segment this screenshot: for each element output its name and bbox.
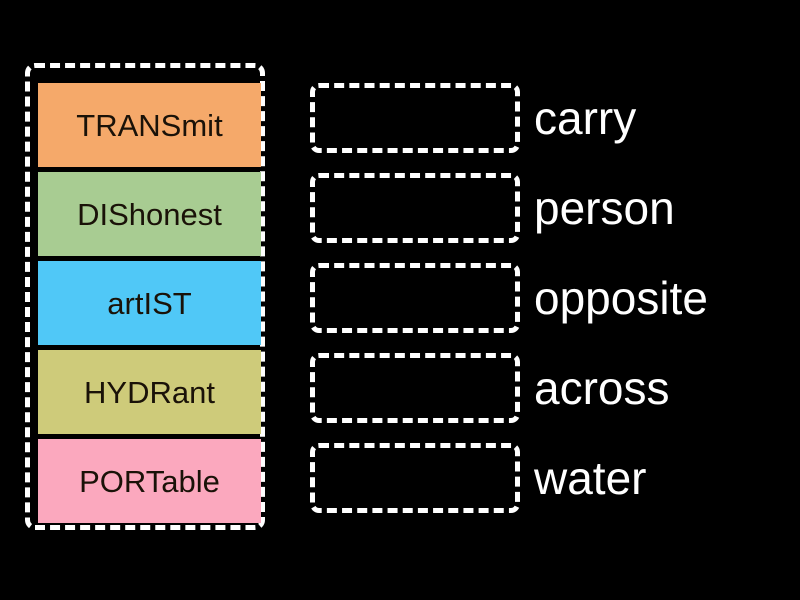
definition-label: across: [534, 362, 670, 414]
tile-bank: TRANSmit DIShonest artIST HYDRant PORTab…: [25, 63, 265, 530]
definition-label: water: [534, 452, 647, 504]
draggable-tile[interactable]: DIShonest: [38, 172, 261, 256]
drop-zone[interactable]: [310, 353, 520, 423]
drop-zone[interactable]: [310, 83, 520, 153]
draggable-tile[interactable]: PORTable: [38, 439, 261, 523]
definition-label: person: [534, 182, 675, 234]
drop-zone[interactable]: [310, 263, 520, 333]
draggable-tile[interactable]: HYDRant: [38, 350, 261, 434]
definition-label: opposite: [534, 272, 708, 324]
drop-zone[interactable]: [310, 443, 520, 513]
drop-zone[interactable]: [310, 173, 520, 243]
tile-stack: TRANSmit DIShonest artIST HYDRant PORTab…: [38, 83, 261, 523]
draggable-tile[interactable]: TRANSmit: [38, 83, 261, 167]
draggable-tile[interactable]: artIST: [38, 261, 261, 345]
definition-label: carry: [534, 92, 637, 144]
